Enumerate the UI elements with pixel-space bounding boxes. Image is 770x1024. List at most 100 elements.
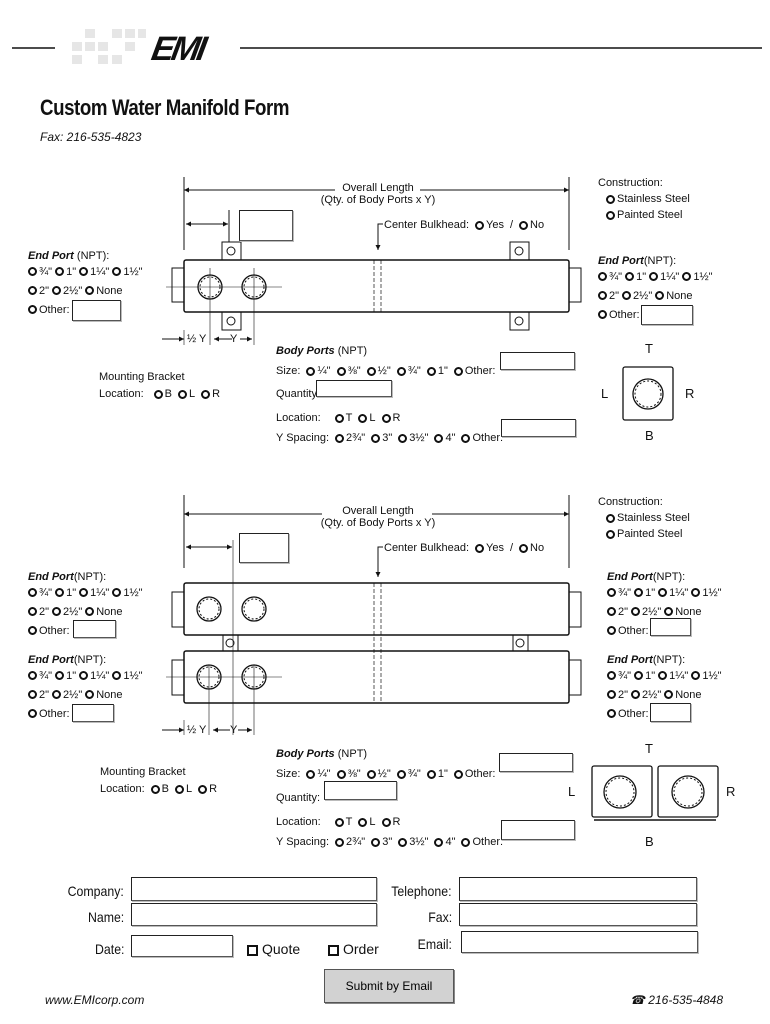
radio-option[interactable]: ¾" [396, 361, 421, 381]
radio-option[interactable]: 1" [634, 670, 655, 682]
radio-button-icon[interactable] [606, 513, 615, 523]
radio-option[interactable]: ¾" [607, 670, 631, 682]
radio-option[interactable]: L [358, 812, 376, 832]
radio-option[interactable]: Painted Steel [606, 528, 682, 540]
end-port-left-bottom-other-input[interactable] [72, 704, 114, 722]
radio-button-icon[interactable] [607, 588, 616, 597]
radio-option[interactable]: 1" [426, 361, 448, 381]
radio-button-icon[interactable] [607, 626, 616, 635]
radio-option[interactable]: No [519, 219, 544, 231]
radio-option[interactable]: None [85, 285, 123, 297]
radio-option[interactable]: None [85, 689, 123, 701]
radio-option[interactable]: ⅜" [336, 764, 361, 784]
radio-option[interactable]: 1" [426, 764, 448, 784]
radio-option[interactable]: Other: [461, 832, 503, 852]
radio-button-icon[interactable] [150, 784, 160, 794]
radio-button-icon[interactable] [112, 588, 122, 597]
radio-option[interactable]: Other: [28, 625, 70, 637]
radio-button-icon[interactable] [28, 607, 37, 616]
radio-button-icon[interactable] [398, 837, 408, 847]
radio-button-icon[interactable] [334, 413, 344, 423]
radio-button-icon[interactable] [28, 286, 37, 295]
radio-button-icon[interactable] [334, 817, 344, 827]
telephone-input[interactable] [459, 877, 697, 901]
radio-button-icon[interactable] [175, 784, 184, 794]
submit-by-email-button[interactable]: Submit by Email [324, 969, 454, 1003]
radio-option[interactable]: 2" [28, 606, 49, 618]
date-input[interactable] [131, 935, 233, 957]
radio-button-icon[interactable] [52, 286, 62, 295]
radio-option[interactable]: None [85, 606, 123, 618]
radio-button-icon[interactable] [475, 220, 484, 230]
radio-option[interactable]: 2½" [622, 290, 652, 302]
radio-option[interactable]: R [198, 781, 217, 798]
radio-option[interactable]: Stainless Steel [606, 512, 690, 524]
radio-button-icon[interactable] [201, 389, 211, 399]
radio-option[interactable]: 2" [598, 290, 619, 302]
radio-option[interactable]: Other: [28, 304, 70, 316]
radio-button-icon[interactable] [198, 784, 208, 794]
radio-button-icon[interactable] [28, 588, 37, 597]
name-input[interactable] [131, 903, 377, 926]
radio-option[interactable]: 1" [625, 271, 646, 283]
radio-option[interactable]: 2¾" [335, 428, 365, 448]
radio-button-icon[interactable] [381, 817, 391, 827]
radio-button-icon[interactable] [28, 709, 37, 718]
radio-button-icon[interactable] [426, 366, 436, 376]
radio-button-icon[interactable] [607, 607, 616, 616]
radio-option[interactable]: 3½" [398, 428, 428, 448]
radio-option[interactable]: 2½" [52, 285, 82, 297]
radio-button-icon[interactable] [79, 267, 89, 276]
end-port-left-other-input[interactable] [72, 300, 121, 321]
radio-option[interactable]: 1" [55, 587, 76, 599]
radio-button-icon[interactable] [52, 690, 62, 699]
radio-button-icon[interactable] [396, 769, 406, 779]
radio-button-icon[interactable] [461, 837, 471, 847]
radio-option[interactable]: 1½" [112, 266, 143, 278]
radio-option[interactable]: T [334, 812, 352, 832]
radio-button-icon[interactable] [371, 837, 381, 847]
radio-option[interactable]: B [150, 781, 169, 798]
radio-option[interactable]: 3½" [398, 832, 428, 852]
radio-button-icon[interactable] [426, 769, 436, 779]
radio-option[interactable]: 2½" [631, 689, 661, 701]
radio-option[interactable]: 3" [371, 428, 392, 448]
radio-button-icon[interactable] [178, 389, 187, 399]
radio-option[interactable]: Other: [453, 764, 495, 784]
quote-checkbox[interactable]: Quote [247, 941, 300, 957]
radio-button-icon[interactable] [691, 671, 701, 680]
radio-button-icon[interactable] [371, 433, 381, 443]
radio-option[interactable]: 2½" [631, 606, 661, 618]
radio-button-icon[interactable] [85, 286, 95, 295]
radio-button-icon[interactable] [434, 837, 444, 847]
radio-button-icon[interactable] [434, 433, 444, 443]
radio-option[interactable]: Other: [607, 708, 649, 720]
radio-option[interactable]: 2½" [52, 689, 82, 701]
radio-option[interactable]: 1" [634, 587, 655, 599]
radio-button-icon[interactable] [664, 690, 674, 699]
radio-option[interactable]: 1¼" [658, 587, 688, 599]
radio-option[interactable]: B [153, 386, 172, 403]
radio-button-icon[interactable] [461, 433, 471, 443]
radio-option[interactable]: 1¼" [79, 587, 109, 599]
radio-button-icon[interactable] [112, 671, 122, 680]
body-port-size-other-input-2[interactable] [499, 753, 573, 772]
radio-option[interactable]: No [519, 542, 544, 554]
radio-button-icon[interactable] [519, 543, 529, 553]
y-spacing-other-input-2[interactable] [501, 820, 575, 840]
radio-button-icon[interactable] [606, 194, 615, 204]
radio-button-icon[interactable] [634, 671, 644, 680]
radio-option[interactable]: 2" [607, 606, 628, 618]
radio-option[interactable]: 4" [434, 428, 455, 448]
radio-option[interactable]: 1½" [112, 587, 143, 599]
radio-button-icon[interactable] [396, 366, 406, 376]
radio-button-icon[interactable] [28, 267, 37, 276]
radio-option[interactable]: 3" [371, 832, 392, 852]
email-input[interactable] [461, 931, 698, 953]
body-port-size-other-input[interactable] [500, 352, 575, 370]
radio-button-icon[interactable] [655, 291, 665, 300]
radio-option[interactable]: ¾" [28, 266, 52, 278]
radio-option[interactable]: 2¾" [335, 832, 365, 852]
radio-button-icon[interactable] [664, 607, 674, 616]
radio-button-icon[interactable] [306, 366, 316, 376]
